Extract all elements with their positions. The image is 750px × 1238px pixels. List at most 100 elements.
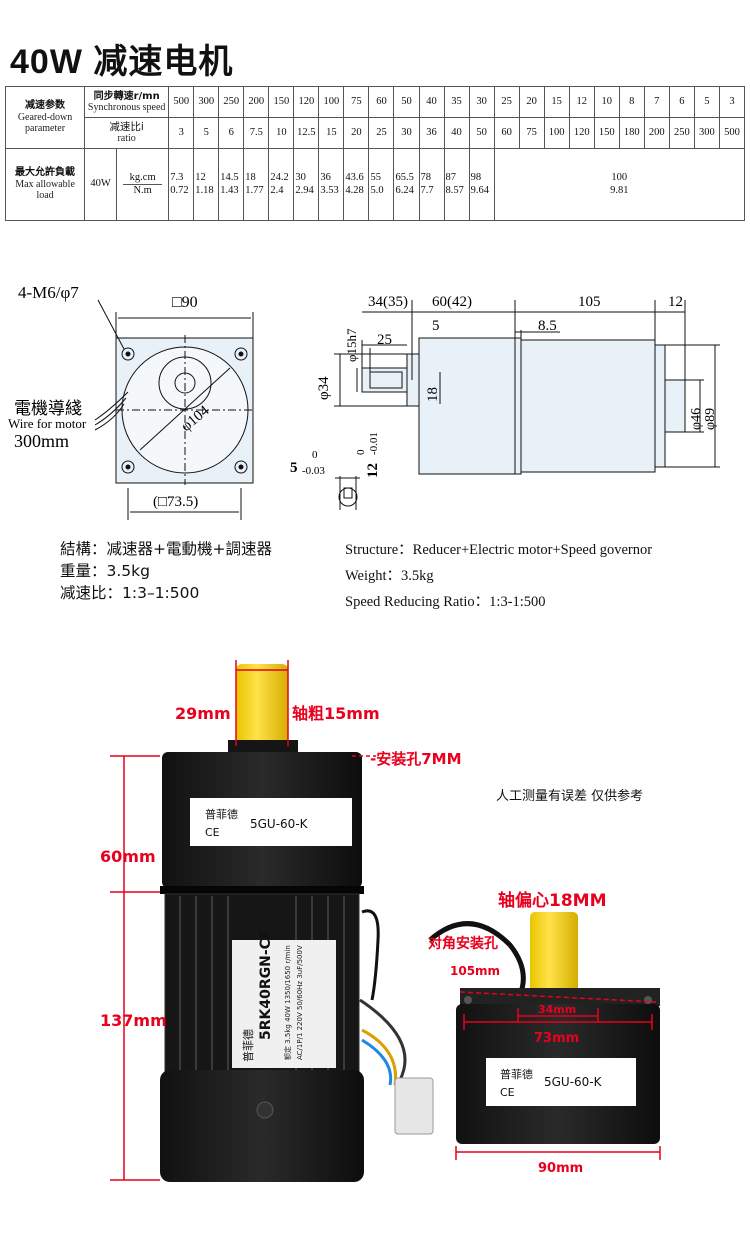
key-12-tol: -0.01 <box>368 432 380 455</box>
motor-wires <box>359 909 407 1086</box>
ratio-cell: 40 <box>443 117 470 149</box>
speed-cell: 150 <box>268 86 295 118</box>
ratio-cell: 36 <box>418 117 445 149</box>
speed-cell: 5 <box>693 86 720 118</box>
load-nm: 0.72 <box>170 184 189 196</box>
motor-model: 5RK40RGN-CF <box>258 930 274 1041</box>
speed-cell: 100 <box>318 86 345 118</box>
load-nm: 2.4 <box>270 184 284 196</box>
load-kg: 18 <box>245 172 256 184</box>
dim-8-5: 8.5 <box>538 318 557 334</box>
load-nm: 9.64 <box>470 184 489 196</box>
page-title: 40W 减速电机 <box>10 43 234 81</box>
mount-hole-label: -安装孔7MM <box>370 750 462 768</box>
dim-73-label: 73mm <box>534 1031 579 1046</box>
speed-cell: 30 <box>468 86 495 118</box>
wire-label-en: Wire for motor <box>8 416 87 431</box>
ratio-cell: 180 <box>618 117 645 149</box>
wire-label-zh: 電機導綫 <box>14 399 82 419</box>
speed-cell: 15 <box>543 86 570 118</box>
second-ce: CE <box>500 1086 515 1099</box>
load-kg: 98 <box>470 172 482 184</box>
dim-phi15: φ15h7 <box>344 328 359 362</box>
dim-phi46: φ46 <box>689 408 704 430</box>
ratio-cell: 300 <box>693 117 720 149</box>
key-12: 12 <box>365 463 381 478</box>
load-kg: 55 <box>370 172 381 184</box>
technical-drawing: 4-M6/φ7 □90 φ104 電機導綫 Wire for motor 300… <box>8 283 720 520</box>
motor-cap <box>664 379 686 433</box>
motor-height-label: 137mm <box>100 1011 167 1030</box>
dim-105: 105 <box>578 294 601 310</box>
param-zh: 减速参数 <box>25 100 66 112</box>
holes-label: 4-M6/φ7 <box>18 283 79 302</box>
power-cell: 40W <box>84 148 118 221</box>
ratio-cell: 7.5 <box>243 117 270 149</box>
dim-25: 25 <box>377 332 392 348</box>
shaft-key <box>369 371 403 389</box>
load-kg: 78 <box>420 172 432 184</box>
diag-length-label: 105mm <box>450 964 500 978</box>
speed-cell: 500 <box>168 86 195 118</box>
connector <box>394 1077 434 1135</box>
gear-ce: CE <box>205 826 220 839</box>
speed-cell: 120 <box>293 86 320 118</box>
param-en: Geared-down parameter <box>17 111 73 135</box>
ratio-cell: 20 <box>343 117 370 149</box>
load-rest-nm: 9.81 <box>610 184 629 196</box>
speed-cell: 7 <box>643 86 670 118</box>
ratio-cell: 15 <box>318 117 345 149</box>
speed-cell: 3 <box>718 86 746 118</box>
ratio-cell: 120 <box>568 117 595 149</box>
speed-en: Synchronous speed <box>87 102 166 113</box>
motor-end-cap <box>160 1070 364 1182</box>
load-nm: 4.28 <box>345 184 364 196</box>
front-view <box>94 299 254 520</box>
dim-60-42: 60(42) <box>432 294 472 310</box>
speed-cell: 200 <box>243 86 270 118</box>
main-motor <box>160 664 364 1182</box>
dim-34-label: 34mm <box>538 1003 576 1016</box>
load-nm: 6.24 <box>395 184 414 196</box>
ratio-cell: 6 <box>218 117 245 149</box>
load-nm: 5.0 <box>370 184 384 196</box>
dim-phi89: φ89 <box>703 408 718 430</box>
speed-cell: 8 <box>618 86 645 118</box>
dim-12: 12 <box>668 294 683 310</box>
load-nm: 1.77 <box>245 184 264 196</box>
shaft-yellow <box>236 664 288 746</box>
speed-cell: 75 <box>343 86 370 118</box>
ratio-cell: 3 <box>168 117 195 149</box>
load-nm: 8.57 <box>445 184 464 196</box>
ratio-cell: 60 <box>493 117 520 149</box>
speed-cell: 250 <box>218 86 245 118</box>
load-kg: 30 <box>295 172 306 184</box>
second-label-plate <box>486 1058 636 1106</box>
torque-zh: 最大允許負載 <box>15 167 76 179</box>
second-brand: 普菲德 <box>500 1067 533 1081</box>
unit-top: kg.cm <box>123 172 163 185</box>
shaft-length-label: 29mm <box>175 704 231 723</box>
load-rest-kg: 100 <box>611 172 628 184</box>
dim-phi34: φ34 <box>316 376 332 400</box>
ratio-cell: 75 <box>518 117 545 149</box>
ratio-cell: 500 <box>718 117 746 149</box>
eccentric-label: 轴偏心18MM <box>498 890 607 911</box>
structure-zh-line1: 結構：减速器+電動機+調速器 <box>60 540 272 558</box>
